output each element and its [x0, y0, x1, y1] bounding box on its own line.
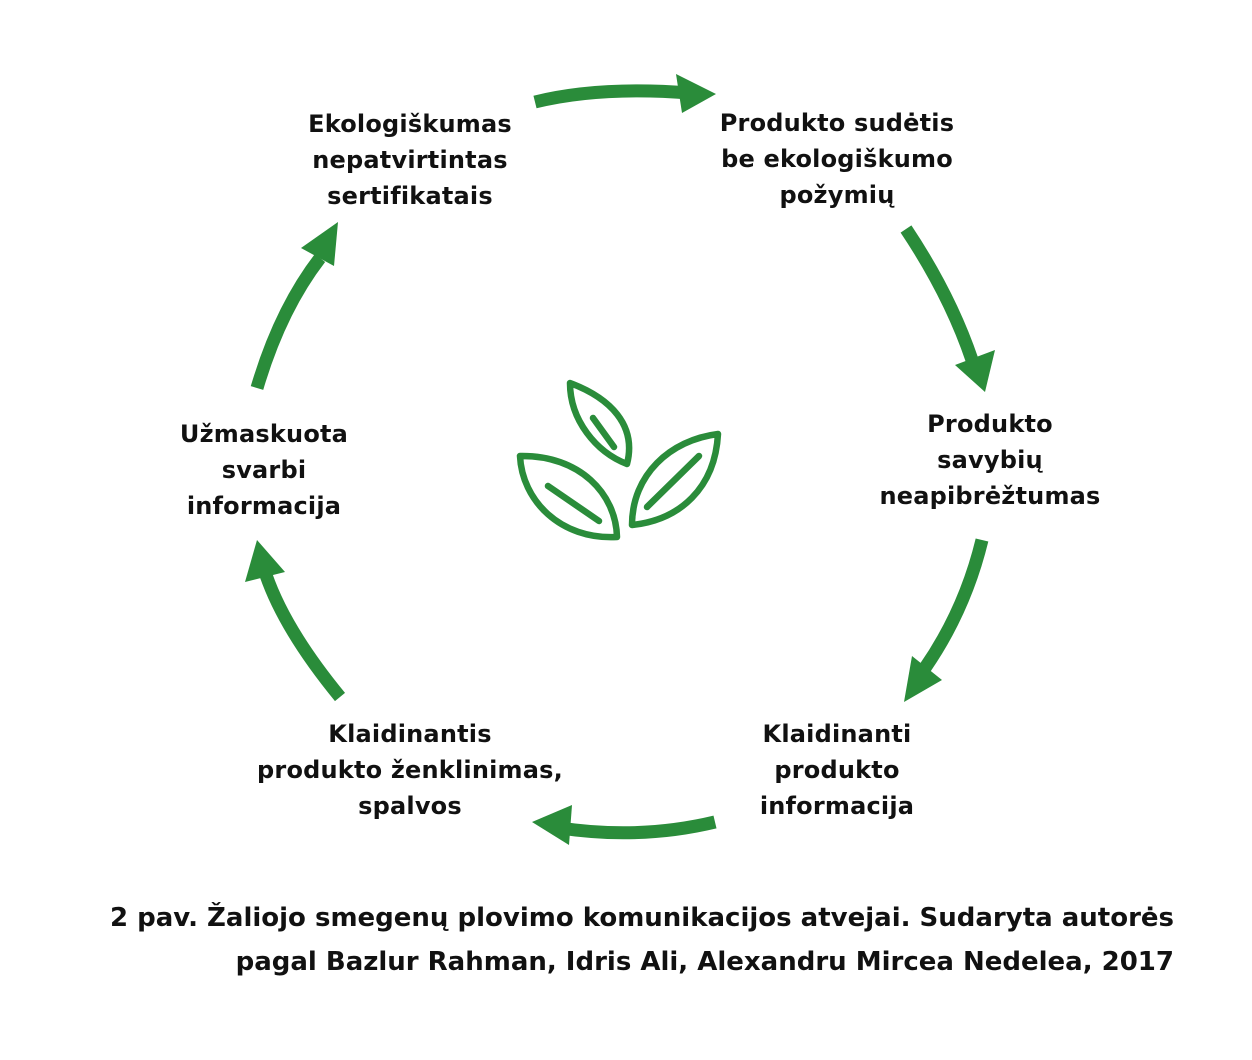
cycle-node-2: Produkto sudėtis be ekologiškumo požymių	[647, 105, 1027, 213]
cycle-arrowhead-3	[904, 656, 942, 702]
cycle-arrowhead-6	[301, 222, 338, 266]
node-line: požymių	[779, 181, 895, 209]
node-line: svarbi	[221, 456, 307, 484]
node-line: neapibrėžtumas	[879, 482, 1101, 510]
cycle-arrowhead-4	[532, 805, 572, 845]
node-line: be ekologiškumo	[721, 145, 953, 173]
node-line: Klaidinanti	[762, 720, 912, 748]
node-line: informacija	[186, 492, 342, 520]
caption-line-2: pagal Bazlur Rahman, Idris Ali, Alexandr…	[235, 947, 1174, 977]
node-line: nepatvirtintas	[312, 146, 508, 174]
node-line: Klaidinantis	[328, 720, 492, 748]
leaves-icon	[516, 379, 722, 541]
cycle-arrow-6	[250, 254, 326, 390]
figure-caption: 2 pav. Žaliojo smegenų plovimo komunikac…	[110, 896, 1174, 984]
cycle-arrow-group	[245, 74, 995, 845]
cycle-arrowhead-1	[676, 74, 716, 113]
node-line: savybių	[937, 446, 1043, 474]
cycle-node-6: Užmaskuota svarbi informacija	[74, 416, 454, 524]
cycle-node-1: Ekologiškumas nepatvirtintas sertifikata…	[220, 106, 600, 214]
node-line: Užmaskuota	[179, 420, 349, 448]
cycle-arrow-2	[900, 225, 979, 363]
cycle-node-4: Klaidinanti produkto informacija	[647, 716, 1027, 824]
cycle-arrow-3	[919, 538, 989, 672]
cycle-node-3: Produkto savybių neapibrėžtumas	[800, 406, 1180, 514]
cycle-arrowhead-2	[955, 350, 995, 392]
node-line: produkto ženklinimas,	[257, 756, 563, 784]
node-line: Produkto sudėtis	[719, 109, 955, 137]
caption-line-1: 2 pav. Žaliojo smegenų plovimo komunikac…	[110, 903, 1174, 933]
cycle-arrow-5	[259, 572, 346, 702]
node-line: Produkto	[927, 410, 1053, 438]
node-line: sertifikatais	[327, 182, 493, 210]
cycle-arrow-1	[533, 84, 691, 109]
node-line: informacija	[759, 792, 915, 820]
node-line: Ekologiškumas	[308, 110, 512, 138]
cycle-node-5: Klaidinantis produkto ženklinimas, spalv…	[220, 716, 600, 824]
cycle-arrowhead-5	[245, 540, 285, 582]
node-line: produkto	[774, 756, 900, 784]
cycle-arrow-4	[559, 815, 717, 840]
node-line: spalvos	[358, 792, 462, 820]
